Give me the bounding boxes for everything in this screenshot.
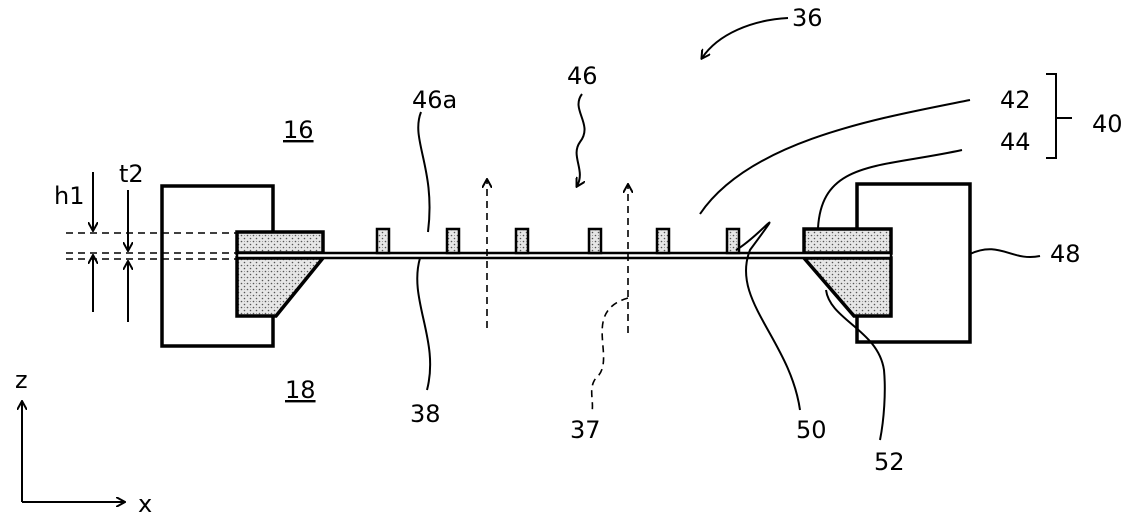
left-clamp-lower <box>237 258 323 316</box>
right-clamp-lower <box>804 258 891 316</box>
label-h1: h1 <box>54 182 84 210</box>
pillar-array <box>377 229 739 253</box>
pillar <box>447 229 459 253</box>
label-46a: 46a <box>412 86 457 114</box>
leader-46a <box>418 112 429 232</box>
label-axis-z: z <box>15 366 28 394</box>
label-46: 46 <box>567 62 598 90</box>
arrow-36 <box>702 18 788 58</box>
label-37: 37 <box>570 416 601 444</box>
pillar <box>589 229 601 253</box>
label-42: 42 <box>1000 86 1031 114</box>
label-t2: t2 <box>119 160 144 188</box>
leader-38 <box>417 258 430 390</box>
label-50: 50 <box>796 416 827 444</box>
right-clamp-upper <box>804 229 891 253</box>
membrane <box>237 253 891 258</box>
brace-40 <box>1046 74 1072 158</box>
label-38: 38 <box>410 400 441 428</box>
label-36: 36 <box>792 4 823 32</box>
leader-50 <box>736 223 800 410</box>
arrow-46 <box>577 94 585 186</box>
left-clamp-upper <box>237 232 323 253</box>
label-axis-x: x <box>138 490 152 518</box>
label-18: 18 <box>285 376 316 404</box>
leader-37 <box>592 298 628 412</box>
label-48: 48 <box>1050 240 1081 268</box>
label-44: 44 <box>1000 128 1031 156</box>
label-16: 16 <box>283 116 314 144</box>
label-52: 52 <box>874 448 905 476</box>
pillar <box>657 229 669 253</box>
leader-48 <box>970 249 1040 257</box>
label-40: 40 <box>1092 110 1123 138</box>
pillar <box>516 229 528 253</box>
pillar <box>377 229 389 253</box>
